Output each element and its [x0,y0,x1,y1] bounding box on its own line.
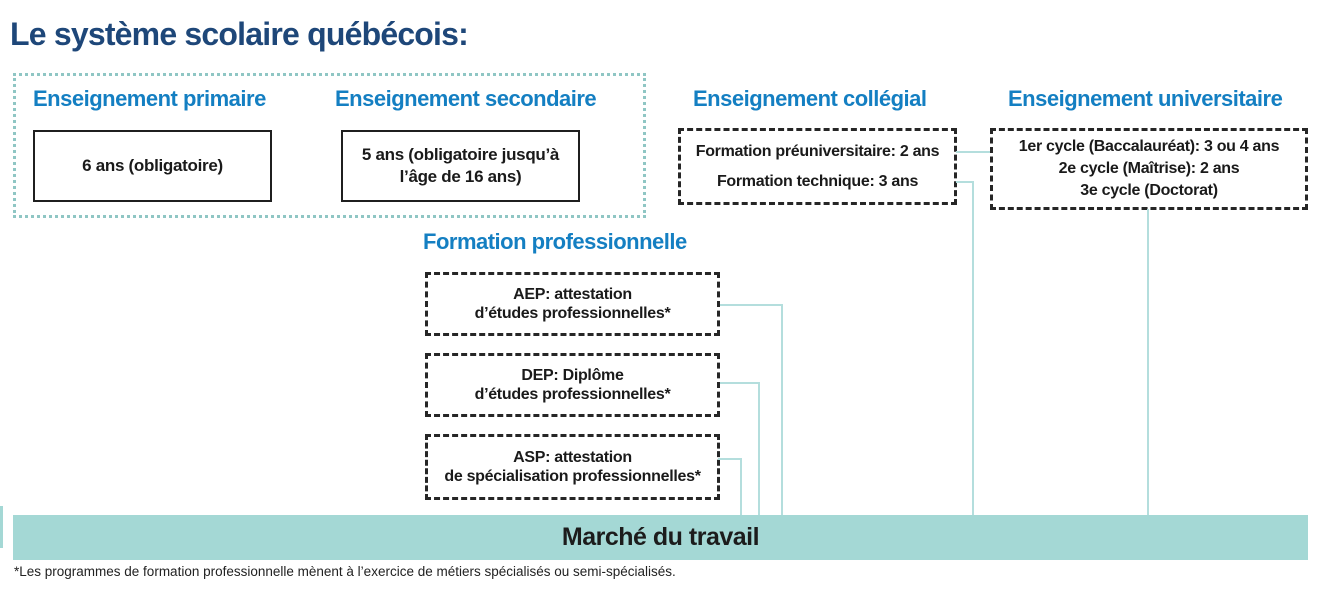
connector-aep-to-band [781,304,783,515]
primaire-duration-text: 6 ans (obligatoire) [82,156,223,175]
labor-market-label: Marché du travail [561,523,760,551]
footnote: *Les programmes de formation professionn… [14,564,676,579]
asp-line2: de spécialisation professionnelles* [444,468,701,485]
secondaire-duration-line1: 5 ans (obligatoire jusqu’à [361,145,560,164]
box-collegial-programs: Formation préuniversitaire: 2 ans Format… [678,128,957,205]
box-dep: DEP: Diplôme d’études professionnelles* [425,353,720,417]
connector-aep-horizontal [720,304,783,306]
section-title-primaire: Enseignement primaire [33,86,266,111]
section-title-secondaire: Enseignement secondaire [335,86,597,111]
connector-asp-horizontal [718,458,742,460]
connector-collegial-to-universitaire [956,151,990,153]
section-title-collegial: Enseignement collégial [693,86,927,111]
universitaire-cycle1: 1er cycle (Baccalauréat): 3 ou 4 ans [1018,138,1280,155]
secondaire-duration-line2: l’âge de 16 ans) [399,167,522,186]
compulsory-education-group [13,73,646,218]
connector-technique-to-band [972,181,974,515]
connector-dep-to-band [758,382,760,515]
box-universitaire-cycles: 1er cycle (Baccalauréat): 3 ou 4 ans 2e … [990,128,1308,210]
universitaire-cycle2: 2e cycle (Maîtrise): 2 ans [1058,160,1240,177]
box-primaire-duration: 6 ans (obligatoire) [33,130,272,202]
band-edge-sliver [0,506,3,548]
dep-line1: DEP: Diplôme [521,367,624,384]
box-secondaire-duration: 5 ans (obligatoire jusqu’à l’âge de 16 a… [341,130,580,202]
collegial-technique: Formation technique: 3 ans [716,172,919,190]
dep-line2: d’études professionnelles* [474,386,671,403]
collegial-preuniversitaire: Formation préuniversitaire: 2 ans [695,142,940,160]
connector-asp-to-band [740,458,742,515]
connector-universitaire-to-band [1147,209,1149,515]
connector-dep-horizontal [720,382,760,384]
asp-line1: ASP: attestation [513,449,632,466]
aep-line1: AEP: attestation [513,286,632,303]
box-asp: ASP: attestation de spécialisation profe… [425,434,720,500]
page-title: Le système scolaire québécois: [10,16,469,52]
section-title-professionnelle: Formation professionnelle [423,229,687,254]
box-aep: AEP: attestation d’études professionnell… [425,272,720,336]
connector-technique-horizontal [956,181,974,183]
section-title-universitaire: Enseignement universitaire [1008,86,1283,111]
labor-market-band: Marché du travail [13,515,1308,560]
aep-line2: d’études professionnelles* [474,305,671,322]
universitaire-cycle3: 3e cycle (Doctorat) [1080,182,1218,199]
